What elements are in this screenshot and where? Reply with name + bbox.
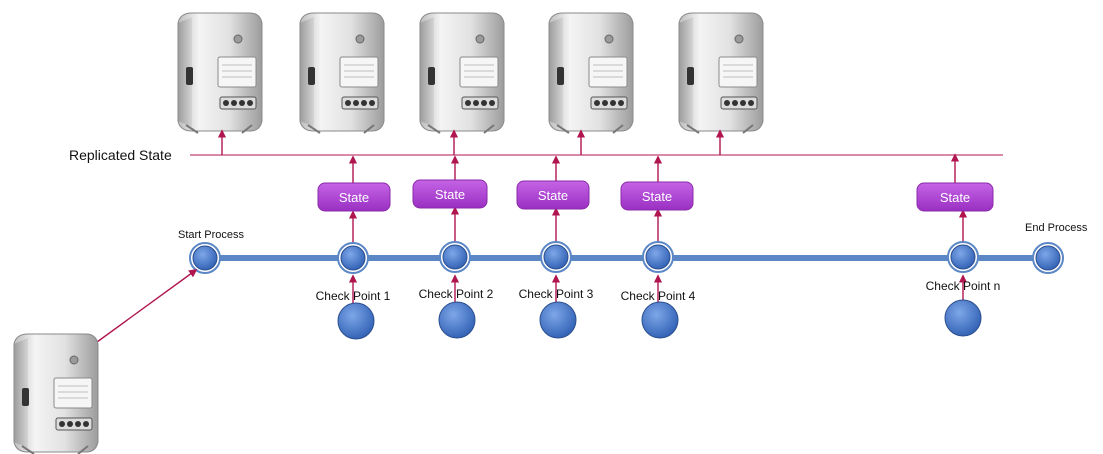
checkpoint-label: Check Point 4 [621, 289, 696, 303]
state-box-label: State [339, 190, 369, 205]
state-box-label: State [538, 188, 568, 203]
checkpoint-source-node [337, 302, 375, 340]
client-arrow [85, 269, 198, 351]
server-tower-icon [177, 12, 263, 134]
replicated-state-label: Replicated State [69, 147, 172, 163]
checkpoint-2: State Check Point 2 [412, 155, 494, 339]
state-box [620, 181, 694, 211]
state-box [516, 180, 590, 210]
checkpoint-3: State Check Point 3 [516, 155, 594, 339]
checkpoint-source-node [539, 301, 577, 339]
state-box [916, 182, 994, 212]
start-process-label: Start Process [178, 229, 245, 241]
state-box [317, 182, 391, 212]
state-box-label: State [940, 190, 970, 205]
end-process-label: End Process [1025, 222, 1088, 234]
checkpoint-1: State Check Point 1 [316, 155, 391, 340]
checkpoint-source-node [438, 301, 476, 339]
checkpoint-source-node [944, 299, 982, 337]
end-node [1032, 242, 1064, 274]
desktop-tower-icon [13, 333, 99, 454]
state-box [412, 179, 488, 209]
checkpoint-n: State Check Point n [916, 153, 1001, 337]
checkpoint-label: Check Point n [926, 279, 1001, 293]
checkpoint-label: Check Point 1 [316, 289, 391, 303]
server-tower-icon [299, 12, 385, 134]
replication-arrows [217, 129, 725, 155]
checkpoint-label: Check Point 2 [419, 287, 494, 301]
checkpoint-label: Check Point 3 [519, 287, 594, 301]
state-box-label: State [435, 187, 465, 202]
server-tower-icon [678, 12, 764, 134]
state-box-label: State [642, 189, 672, 204]
server-tower-icon [548, 12, 634, 134]
checkpoint-source-node [641, 301, 679, 339]
server-tower-icon [419, 12, 505, 134]
replica-servers [177, 12, 764, 134]
start-node [189, 242, 221, 274]
checkpoint-4: State Check Point 4 [620, 155, 696, 339]
